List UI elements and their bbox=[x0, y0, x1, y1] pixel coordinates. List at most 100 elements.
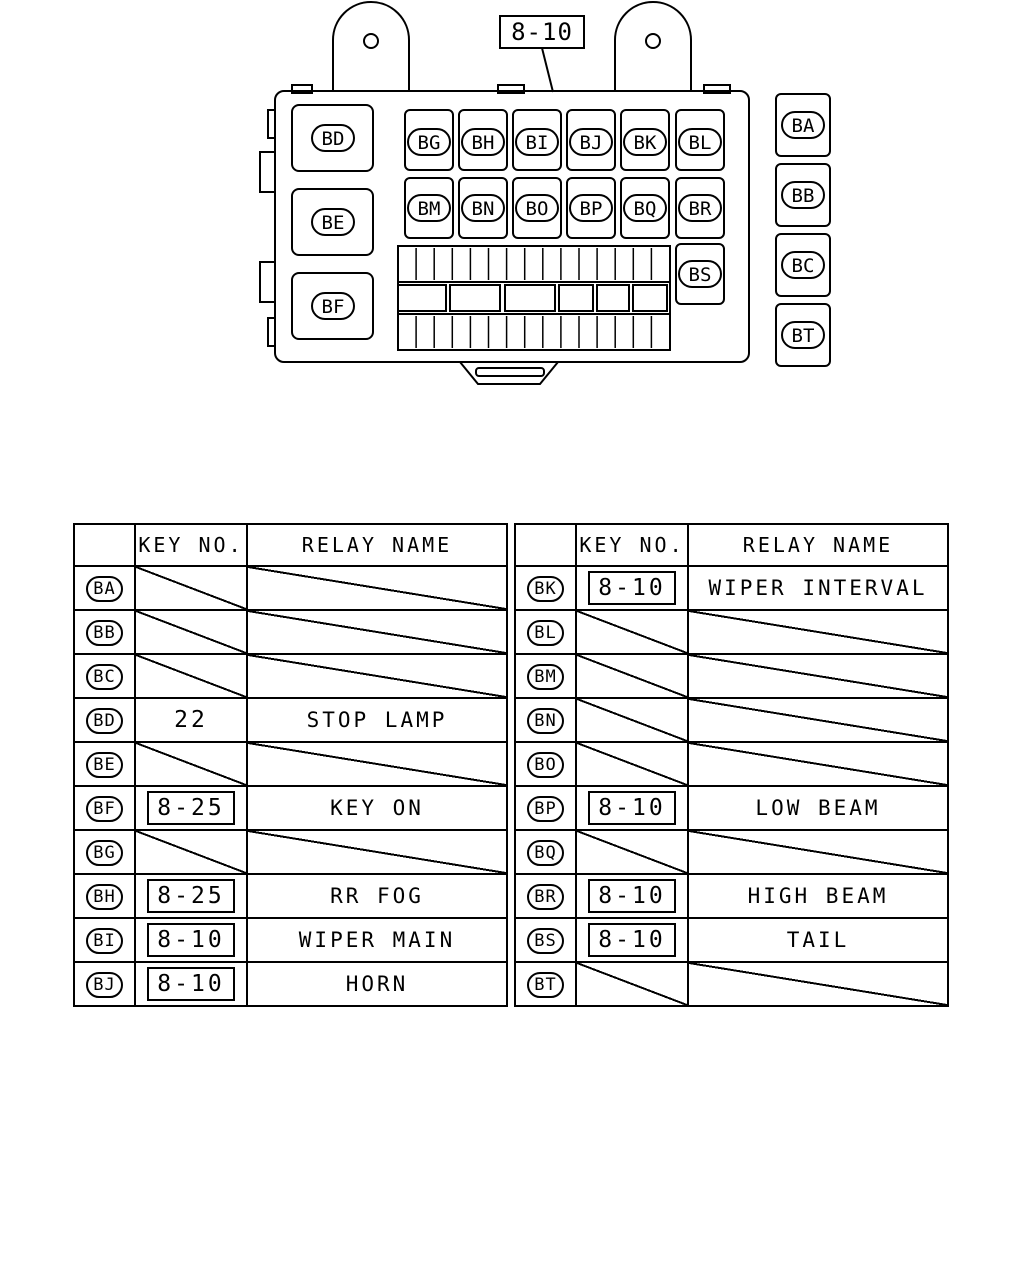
relay-socket bbox=[458, 109, 508, 171]
key-no-value: 8-10 bbox=[147, 967, 235, 1001]
key-no-header: KEY NO. bbox=[575, 523, 689, 567]
empty-key-cell bbox=[134, 565, 248, 611]
relay-label-bf: BF bbox=[311, 292, 355, 320]
empty-name-cell bbox=[246, 829, 508, 875]
relay-row-be: BE bbox=[73, 741, 508, 787]
empty-key-cell bbox=[134, 741, 248, 787]
key-no-value: 8-10 bbox=[588, 571, 676, 605]
relay-code-bp: BP bbox=[580, 198, 603, 220]
key-no-cell: 8-10 bbox=[575, 873, 689, 919]
relay-socket bbox=[566, 177, 616, 239]
left-mount-hole bbox=[363, 33, 379, 49]
relay-label-bg: BG bbox=[407, 128, 451, 156]
relay-row-bj: BJ 8-10 HORN bbox=[73, 961, 508, 1007]
relay-code-cell: BB bbox=[73, 609, 136, 655]
relay-row-ba: BA bbox=[73, 565, 508, 611]
relay-socket bbox=[620, 109, 670, 171]
relay-label-bm: BM bbox=[407, 194, 451, 222]
relay-label-bo: BO bbox=[515, 194, 559, 222]
relay-name-header: RELAY NAME bbox=[687, 523, 949, 567]
relay-code-bm: BM bbox=[418, 198, 441, 220]
relay-code-be: BE bbox=[322, 212, 345, 234]
relay-code-bi: BI bbox=[526, 132, 549, 154]
key-no-value: 8-25 bbox=[147, 791, 235, 825]
relay-code-bs: BS bbox=[689, 264, 712, 286]
relay-code-badge: BC bbox=[86, 663, 123, 690]
relay-name-cell: TAIL bbox=[687, 917, 949, 963]
empty-name-cell bbox=[246, 653, 508, 699]
empty-key-cell bbox=[575, 829, 689, 875]
relay-label-bp: BP bbox=[569, 194, 613, 222]
relay-code-cell: BO bbox=[514, 741, 577, 787]
relay-row-bd: BD 22 STOP LAMP bbox=[73, 697, 508, 743]
empty-key-cell bbox=[575, 697, 689, 743]
relay-code-cell: BE bbox=[73, 741, 136, 787]
relay-code-bq: BQ bbox=[634, 198, 657, 220]
relay-code-bg: BG bbox=[418, 132, 441, 154]
relay-name-header: RELAY NAME bbox=[246, 523, 508, 567]
relay-label-bc: BC bbox=[781, 251, 825, 279]
relay-label-be: BE bbox=[311, 208, 355, 236]
relay-code-badge: BP bbox=[527, 795, 564, 822]
key-no-cell: 8-10 bbox=[134, 961, 248, 1007]
empty-name-cell bbox=[687, 653, 949, 699]
relay-code-cell: BG bbox=[73, 829, 136, 875]
relay-label-bj: BJ bbox=[569, 128, 613, 156]
relay-code-badge: BA bbox=[86, 575, 123, 602]
relay-code-cell: BD bbox=[73, 697, 136, 743]
relay-code-cell: BP bbox=[514, 785, 577, 831]
relay-label-bk: BK bbox=[623, 128, 667, 156]
empty-key-cell bbox=[134, 653, 248, 699]
code-header bbox=[73, 523, 136, 567]
relay-name-cell: HORN bbox=[246, 961, 508, 1007]
key-no-header: KEY NO. bbox=[134, 523, 248, 567]
relay-code-badge: BQ bbox=[527, 839, 564, 866]
relay-code-badge: BK bbox=[527, 575, 564, 602]
relay-code-cell: BF bbox=[73, 785, 136, 831]
relay-name-cell: STOP LAMP bbox=[246, 697, 508, 743]
relay-socket bbox=[512, 177, 562, 239]
relay-label-bi: BI bbox=[515, 128, 559, 156]
relay-row-bg: BG bbox=[73, 829, 508, 875]
relay-box-housing bbox=[274, 90, 750, 363]
relay-row-bb: BB bbox=[73, 609, 508, 655]
relay-code-bb: BB bbox=[792, 185, 815, 207]
key-no-cell: 8-10 bbox=[134, 917, 248, 963]
relay-code-bh: BH bbox=[472, 132, 495, 154]
relay-socket bbox=[675, 109, 725, 171]
key-no-value: 22 bbox=[174, 707, 208, 733]
relay-label-bs: BS bbox=[678, 260, 722, 288]
key-no-cell: 8-10 bbox=[575, 917, 689, 963]
key-no-cell: 8-10 bbox=[575, 785, 689, 831]
relay-code-bj: BJ bbox=[580, 132, 603, 154]
relay-code-bk: BK bbox=[634, 132, 657, 154]
relay-code-badge: BD bbox=[86, 707, 123, 734]
relay-code-cell: BK bbox=[514, 565, 577, 611]
key-no-value: 8-25 bbox=[147, 879, 235, 913]
empty-name-cell bbox=[246, 741, 508, 787]
relay-row-bo: BO bbox=[514, 741, 949, 787]
relay-label-ba: BA bbox=[781, 111, 825, 139]
relay-code-badge: BJ bbox=[86, 971, 123, 998]
key-no-value: 8-10 bbox=[588, 879, 676, 913]
empty-name-cell bbox=[687, 609, 949, 655]
relay-socket bbox=[404, 109, 454, 171]
relay-code-badge: BG bbox=[86, 839, 123, 866]
empty-key-cell bbox=[134, 829, 248, 875]
empty-key-cell bbox=[134, 609, 248, 655]
relay-code-cell: BS bbox=[514, 917, 577, 963]
relay-code-bn: BN bbox=[472, 198, 495, 220]
relay-code-cell: BT bbox=[514, 961, 577, 1007]
callout-label: 8-10 bbox=[511, 18, 573, 46]
relay-socket bbox=[675, 243, 725, 305]
relay-name-cell: HIGH BEAM bbox=[687, 873, 949, 919]
key-no-value: 8-10 bbox=[588, 791, 676, 825]
key-no-value: 8-10 bbox=[147, 923, 235, 957]
relay-code-badge: BE bbox=[86, 751, 123, 778]
